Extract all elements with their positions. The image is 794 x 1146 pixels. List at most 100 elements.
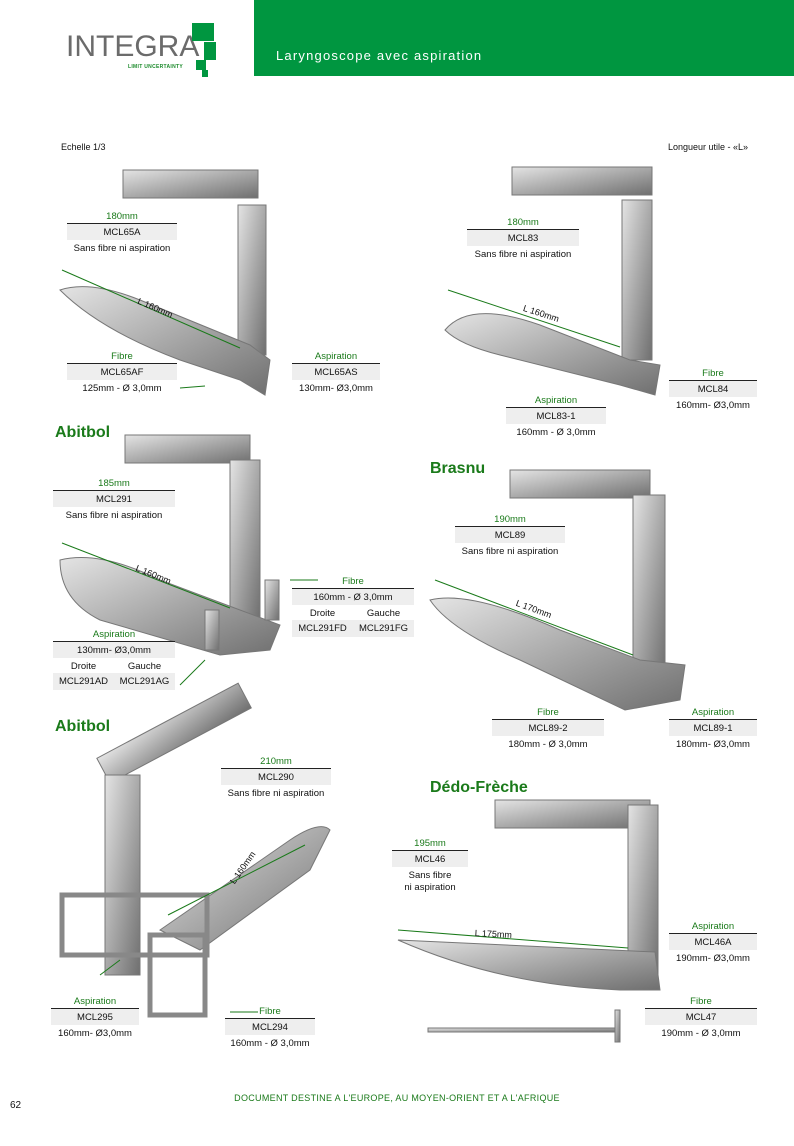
product-code: MCL295 xyxy=(51,1008,139,1025)
block-desc: 180mm- Ø3,0mm xyxy=(676,739,750,750)
page-number: 62 xyxy=(10,1100,22,1111)
block-title: 180mm xyxy=(106,211,138,222)
product-code: MCL294 xyxy=(225,1018,315,1035)
integra-logo: INTEGRA xyxy=(66,30,200,63)
product-code: MCL291FG xyxy=(358,623,409,634)
length-note: Longueur utile - «L» xyxy=(668,142,749,152)
block-desc: Sans fibre ni aspiration xyxy=(65,510,163,521)
block-title: Fibre xyxy=(342,576,364,587)
side-label: Droite xyxy=(309,608,336,619)
block-title: 195mm xyxy=(414,838,446,849)
block-title: Fibre xyxy=(702,368,724,379)
block-desc: 160mm - Ø 3,0mm xyxy=(516,427,596,438)
block-title: Aspiration xyxy=(92,629,136,640)
product-code: MCL290 xyxy=(221,768,331,785)
product-code: MCL46A xyxy=(669,933,757,950)
logo-squares-icon xyxy=(192,23,216,77)
block-desc: 180mm - Ø 3,0mm xyxy=(508,739,588,750)
product-code: MCL84 xyxy=(669,380,757,397)
laryngoscope-image xyxy=(59,682,331,1018)
block-desc: 190mm - Ø 3,0mm xyxy=(661,1028,741,1039)
section-title: Brasnu xyxy=(430,460,486,477)
scale-note: Echelle 1/3 xyxy=(61,142,106,152)
block-desc: Sans fibre ni aspiration xyxy=(461,546,559,557)
side-label: Droite xyxy=(70,661,97,672)
block-title: 180mm xyxy=(507,217,539,228)
block-desc: 160mm- Ø3,0mm xyxy=(58,1028,132,1039)
product-code: MCL47 xyxy=(645,1008,757,1025)
block-title: Fibre xyxy=(259,1006,281,1017)
block-spec: 160mm - Ø 3,0mm xyxy=(292,588,414,605)
block-desc: ni aspiration xyxy=(404,882,456,893)
block-title: Aspiration xyxy=(73,996,117,1007)
laryngoscope-image xyxy=(59,434,281,656)
logo-tagline: LIMIT UNCERTAINTY xyxy=(128,64,184,70)
block-title: Aspiration xyxy=(691,921,735,932)
block-desc: 160mm - Ø 3,0mm xyxy=(230,1038,310,1049)
block-title: Aspiration xyxy=(691,707,735,718)
block-desc: Sans fibre xyxy=(408,870,452,881)
block-spec: 130mm- Ø3,0mm xyxy=(53,641,175,658)
laryngoscope-image xyxy=(397,799,661,1043)
product-code: MCL65A xyxy=(67,223,177,240)
block-desc: Sans fibre ni aspiration xyxy=(73,243,171,254)
product-code: MCL46 xyxy=(392,850,468,867)
product-code: MCL89-1 xyxy=(669,719,757,736)
block-title: Aspiration xyxy=(314,351,358,362)
block-title: Aspiration xyxy=(534,395,578,406)
length-lines xyxy=(61,269,634,1013)
section-title: Dédo-Frèche xyxy=(430,779,528,796)
product-code: MCL65AF xyxy=(67,363,177,380)
product-code: MCL291 xyxy=(53,490,175,507)
block-title: Fibre xyxy=(690,996,712,1007)
product-code: MCL65AS xyxy=(292,363,380,380)
product-code: MCL89-2 xyxy=(492,719,604,736)
block-title: 190mm xyxy=(494,514,526,525)
side-label: Gauche xyxy=(366,608,401,619)
section-title: Abitbol xyxy=(55,424,111,441)
product-code: MCL291FD xyxy=(298,623,347,634)
block-desc: 125mm - Ø 3,0mm xyxy=(82,383,162,394)
block-title: Fibre xyxy=(537,707,559,718)
side-label: Gauche xyxy=(127,661,162,672)
product-code: MCL83 xyxy=(467,229,579,246)
product-code: MCL83-1 xyxy=(506,407,606,424)
page-title: Laryngoscope avec aspiration xyxy=(276,48,483,63)
laryngoscope-image xyxy=(59,169,271,396)
laryngoscope-image xyxy=(429,469,686,711)
block-desc: Sans fibre ni aspiration xyxy=(474,249,572,260)
product-code: MCL291AD xyxy=(58,676,109,687)
block-title: 210mm xyxy=(260,756,292,767)
block-title: 185mm xyxy=(98,478,130,489)
block-desc: 190mm- Ø3,0mm xyxy=(676,953,750,964)
block-desc: 160mm- Ø3,0mm xyxy=(676,400,750,411)
header-banner: Laryngoscope avec aspiration xyxy=(254,0,794,76)
length-label: L 175mm xyxy=(474,928,513,940)
block-title: Fibre xyxy=(111,351,133,362)
product-code: MCL291AG xyxy=(119,676,170,687)
product-code: MCL89 xyxy=(455,526,565,543)
section-title: Abitbol xyxy=(55,718,111,735)
laryngoscope-image xyxy=(444,166,661,396)
block-desc: Sans fibre ni aspiration xyxy=(227,788,325,799)
block-desc: 130mm- Ø3,0mm xyxy=(299,383,373,394)
